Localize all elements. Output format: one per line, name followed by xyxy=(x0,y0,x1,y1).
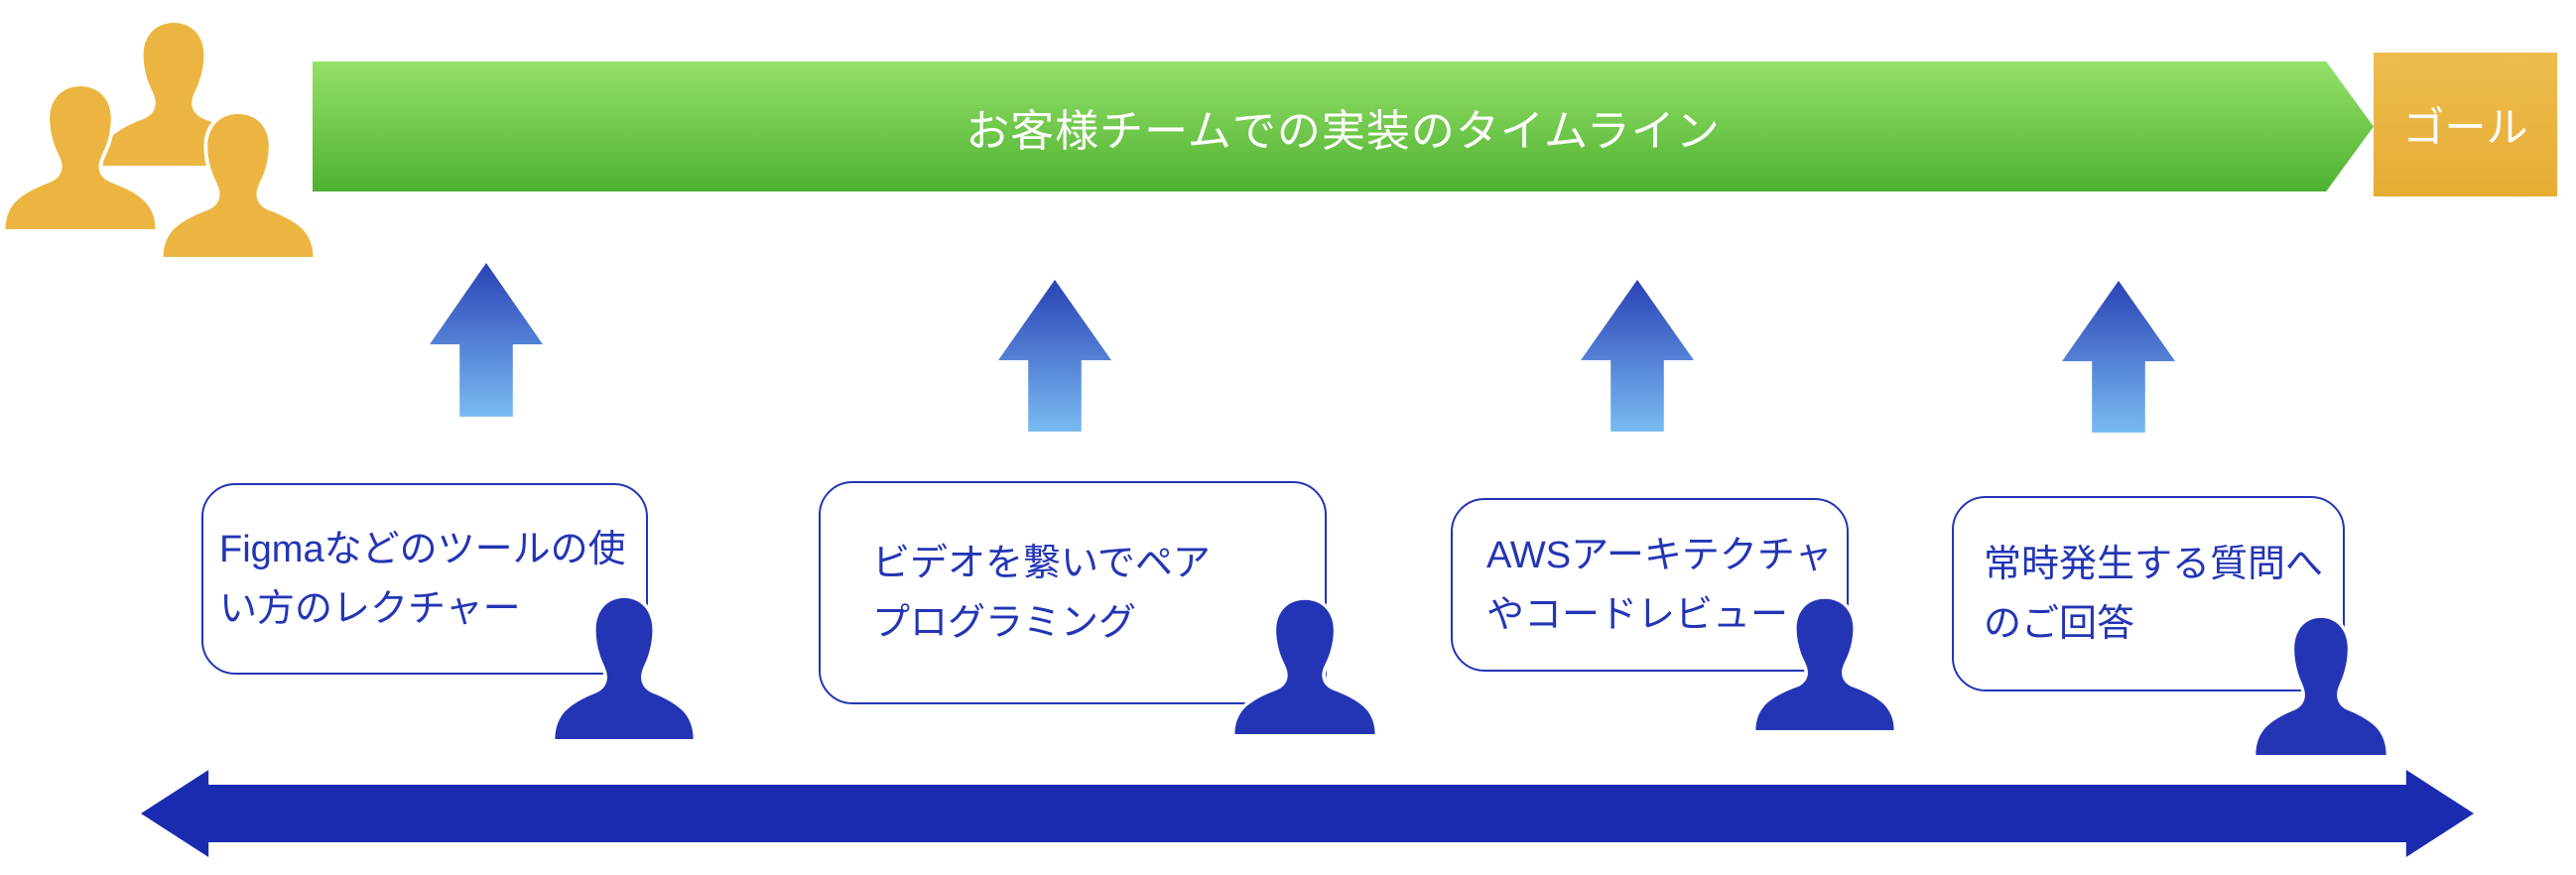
person-icon xyxy=(162,111,315,257)
timeline-banner-title: お客様チームでの実装のタイムライン xyxy=(966,106,1721,156)
person-icon xyxy=(2254,615,2387,755)
speech-bubble-aws-code-review: AWSアーキテクチャ やコードレビュー xyxy=(1451,498,1849,672)
goal-box: ゴール xyxy=(2374,53,2557,196)
speech-bubble-figma-lecture: Figmaなどのツールの使 い方のレクチャー xyxy=(201,483,648,675)
speech-bubble-pair-programming: ビデオを繋いでペア プログラミング xyxy=(819,481,1327,704)
speech-bubble-text: プログラミング xyxy=(872,601,1137,644)
person-icon xyxy=(1754,596,1895,730)
speech-bubble-text: AWSアーキテクチャ xyxy=(1486,534,1833,576)
speech-bubble-answer-questions: 常時発生する質問へ のご回答 xyxy=(1952,496,2345,691)
double-headed-arrow-icon xyxy=(141,770,2474,857)
speech-bubble-text: のご回答 xyxy=(1984,602,2135,645)
person-icon xyxy=(1233,597,1376,734)
speech-bubble-text: 常時発生する質問へ xyxy=(1984,543,2324,585)
up-arrow-icon xyxy=(2062,281,2175,433)
speech-bubble-text: い方のレクチャー xyxy=(219,587,521,630)
timeline-banner: お客様チームでの実装のタイムライン xyxy=(313,62,2374,191)
up-arrow-icon xyxy=(430,263,543,417)
up-arrow-icon xyxy=(1581,280,1694,432)
up-arrow-icon xyxy=(998,280,1111,432)
goal-label: ゴール xyxy=(2402,104,2528,151)
person-icon xyxy=(554,595,695,739)
speech-bubble-text: やコードレビュー xyxy=(1486,593,1789,636)
speech-bubble-text: Figmaなどのツールの使 xyxy=(219,528,626,570)
speech-bubble-text: ビデオを繋いでペア xyxy=(872,542,1211,584)
people-group-icon xyxy=(0,0,327,268)
person-icon xyxy=(4,83,157,229)
